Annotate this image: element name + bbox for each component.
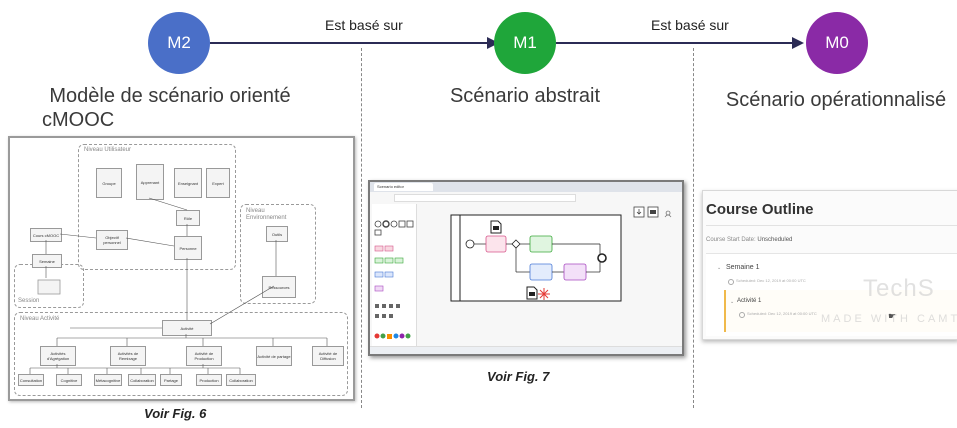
region-user — [78, 144, 236, 270]
box-outils: Outils — [266, 226, 288, 242]
arrow-label-m2-m1: Est basé sur — [325, 17, 403, 33]
box-session-inner — [37, 279, 61, 295]
week-title[interactable]: Semaine 1 — [726, 264, 760, 271]
activity-row[interactable]: ⌄ Activité 1 Scheduled: Dec 12, 2019 at … — [724, 290, 957, 332]
box-cat-4: Activité de Diffusion — [312, 346, 344, 366]
editor-statusbar — [370, 346, 682, 354]
region-env-title-2: Environnement — [246, 215, 287, 221]
browser-tab[interactable]: Scenario editor — [374, 183, 433, 191]
box-sub-2: Métacognitive — [94, 374, 122, 386]
level-m2-code: M2 — [167, 33, 191, 52]
region-activity — [14, 312, 348, 396]
level-m1-code: M1 — [513, 33, 537, 52]
level-m2-label-line2: cMOOC — [42, 109, 115, 131]
box-enseignant: Enseignant — [174, 168, 202, 198]
box-cat-1: Activités de Remixage — [110, 346, 146, 366]
level-m0-circle: M0 — [806, 12, 868, 74]
browser-addressbar[interactable] — [394, 194, 576, 202]
fig7-editor-window: Scenario editor — [368, 180, 684, 356]
box-activite: Activité — [162, 320, 212, 336]
document-icon-top — [490, 220, 502, 234]
level-m2-label-line1: Modèle de scénario orienté — [49, 85, 291, 107]
region-env-title-1: Niveau — [246, 208, 265, 214]
week-meta: Scheduled: Dec 12, 2019 at 00:00 UTC — [736, 278, 806, 283]
end-event — [597, 253, 607, 263]
start-event — [465, 239, 475, 249]
course-start-date: Course Start Date: Unscheduled — [706, 237, 792, 243]
task-consulter — [485, 235, 507, 253]
level-m0-label: Scénario opérationnalisé — [725, 89, 947, 111]
course-outline-divider — [706, 225, 957, 226]
activity-clock-icon — [739, 312, 745, 318]
bpmn-palette — [372, 204, 417, 352]
box-role: Rôle — [176, 210, 200, 226]
box-sub-6: Collaboration — [226, 374, 256, 386]
region-environment — [240, 204, 316, 304]
region-user-title: Niveau Utilisateur — [84, 147, 132, 153]
course-start-label: Course Start Date: — [706, 237, 756, 243]
box-apprenant: Apprenant — [136, 164, 164, 200]
box-cat-3: Activité de partage — [256, 346, 292, 366]
region-session-title: Session — [18, 298, 40, 304]
section-week[interactable]: ⌄ Semaine 1 Scheduled: Dec 12, 2019 at 0… — [706, 253, 957, 336]
watermark-text: MADE WITH CAMTA — [821, 313, 957, 325]
document-icon-bottom — [526, 286, 550, 300]
box-groupe: Groupe — [96, 168, 122, 198]
box-cat-0: Activités d'Agrégation — [40, 346, 76, 366]
level-m1-circle: M1 — [494, 12, 556, 74]
task-partager — [563, 263, 587, 281]
week-clock-icon — [728, 279, 734, 285]
task-sauvegarder — [529, 235, 553, 253]
box-objectif: Objectif personnel — [96, 230, 128, 250]
course-outline-panel: Course Outline Course Start Date: Unsche… — [702, 190, 957, 340]
box-cat-2: Activité de Production — [186, 346, 222, 366]
box-sub-5: Production — [196, 374, 222, 386]
box-expert: Expert — [206, 168, 230, 198]
fig6-connectors — [29, 197, 328, 374]
box-semaine: Semaine — [32, 254, 62, 268]
browser-tabbar — [370, 182, 682, 192]
user-icon — [664, 210, 672, 218]
separator-right — [693, 48, 694, 408]
course-start-value: Unscheduled — [757, 237, 793, 243]
level-m2-circle: M2 — [148, 12, 210, 74]
fig6-caption: Voir Fig. 6 — [144, 406, 207, 421]
arrow-label-m1-m0: Est basé sur — [651, 17, 729, 33]
fig6-diagram: Niveau Utilisateur Niveau Environnement … — [8, 136, 355, 401]
box-sub-0: Consultation — [18, 374, 44, 386]
box-personne: Personne — [174, 236, 202, 260]
task-produire — [529, 263, 553, 281]
editor-toolbar — [633, 206, 672, 218]
week-chevron-icon[interactable]: ⌄ — [717, 265, 722, 271]
activity-meta: Scheduled: Dec 12, 2019 at 00:00 UTC — [747, 311, 817, 316]
level-m2-label: Modèle de scénario orienté cMOOC — [20, 84, 320, 132]
box-sub-3: Collaboration — [128, 374, 156, 386]
fig7-caption: Voir Fig. 7 — [487, 369, 550, 384]
level-m1-label: Scénario abstrait — [449, 85, 601, 107]
activity-title[interactable]: Activité 1 — [737, 298, 762, 304]
mouse-cursor-icon: ☛ — [888, 311, 897, 321]
box-sub-1: Cognitive — [56, 374, 82, 386]
box-ressources: Ressources — [262, 276, 296, 298]
bpmn-pool — [450, 214, 622, 302]
arrow-m1-m0-head — [792, 37, 804, 49]
bpmn-canvas — [450, 214, 622, 302]
arrow-m2-m1-head — [487, 37, 499, 49]
separator-left — [361, 48, 362, 408]
watermark-logo: TechS — [863, 275, 935, 302]
box-sub-4: Partage — [160, 374, 182, 386]
level-m0-code: M0 — [825, 33, 849, 52]
course-outline-title: Course Outline — [706, 201, 814, 218]
activity-chevron-icon[interactable]: ⌄ — [730, 299, 735, 305]
palette-icons — [374, 220, 414, 339]
region-activity-title: Niveau Activité — [20, 316, 60, 322]
